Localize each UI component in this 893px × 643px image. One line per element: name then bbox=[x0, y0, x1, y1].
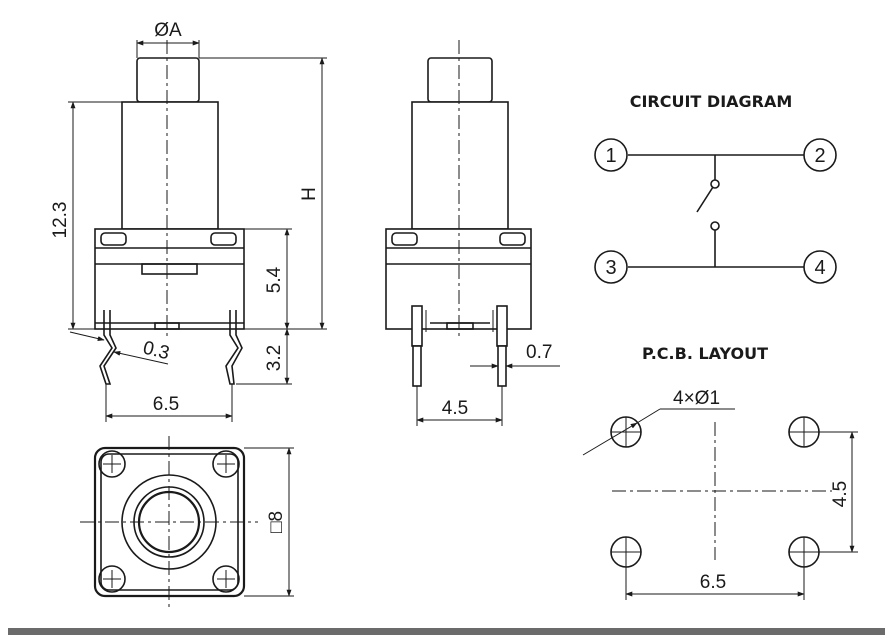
side-view bbox=[385, 40, 532, 387]
circuit-diagram: CIRCUIT DIAGRAM 1 2 3 4 bbox=[594, 92, 837, 284]
pcb-layout: P.C.B. LAYOUT 4×Ø1 4.5 6.5 bbox=[582, 344, 858, 600]
dim-pin-spacing-front: 6.5 bbox=[153, 394, 179, 415]
pin-1-label: 1 bbox=[605, 145, 616, 167]
dim-pin-spacing-side: 4.5 bbox=[442, 398, 468, 419]
dim-stem-diameter: ØA bbox=[154, 20, 182, 41]
dim-terminal-thickness: 0.3 bbox=[141, 337, 172, 364]
front-view bbox=[94, 40, 245, 385]
pin-2-label: 2 bbox=[814, 145, 825, 167]
dim-square-size: □8 bbox=[266, 511, 287, 533]
pcb-holes-label: 4×Ø1 bbox=[673, 388, 720, 409]
dim-body-height: 12.3 bbox=[50, 202, 71, 239]
pcb-spacing-x: 6.5 bbox=[700, 572, 726, 593]
dim-terminal-length: 3.2 bbox=[264, 345, 285, 371]
pcb-spacing-y: 4.5 bbox=[830, 481, 851, 507]
dim-base-height: 5.4 bbox=[264, 266, 285, 293]
pin-4-label: 4 bbox=[814, 257, 825, 279]
circuit-title: CIRCUIT DIAGRAM bbox=[630, 92, 793, 111]
dim-pin-width: 0.7 bbox=[526, 342, 552, 363]
pin-3-label: 3 bbox=[605, 257, 616, 279]
top-view bbox=[80, 436, 258, 608]
dim-overall-height: H bbox=[299, 187, 320, 201]
pcb-title: P.C.B. LAYOUT bbox=[642, 344, 768, 363]
dimensions: ØA 12.3 H 5.4 3.2 0.3 6.5 4.5 bbox=[50, 20, 560, 597]
footer-bar bbox=[8, 628, 885, 635]
